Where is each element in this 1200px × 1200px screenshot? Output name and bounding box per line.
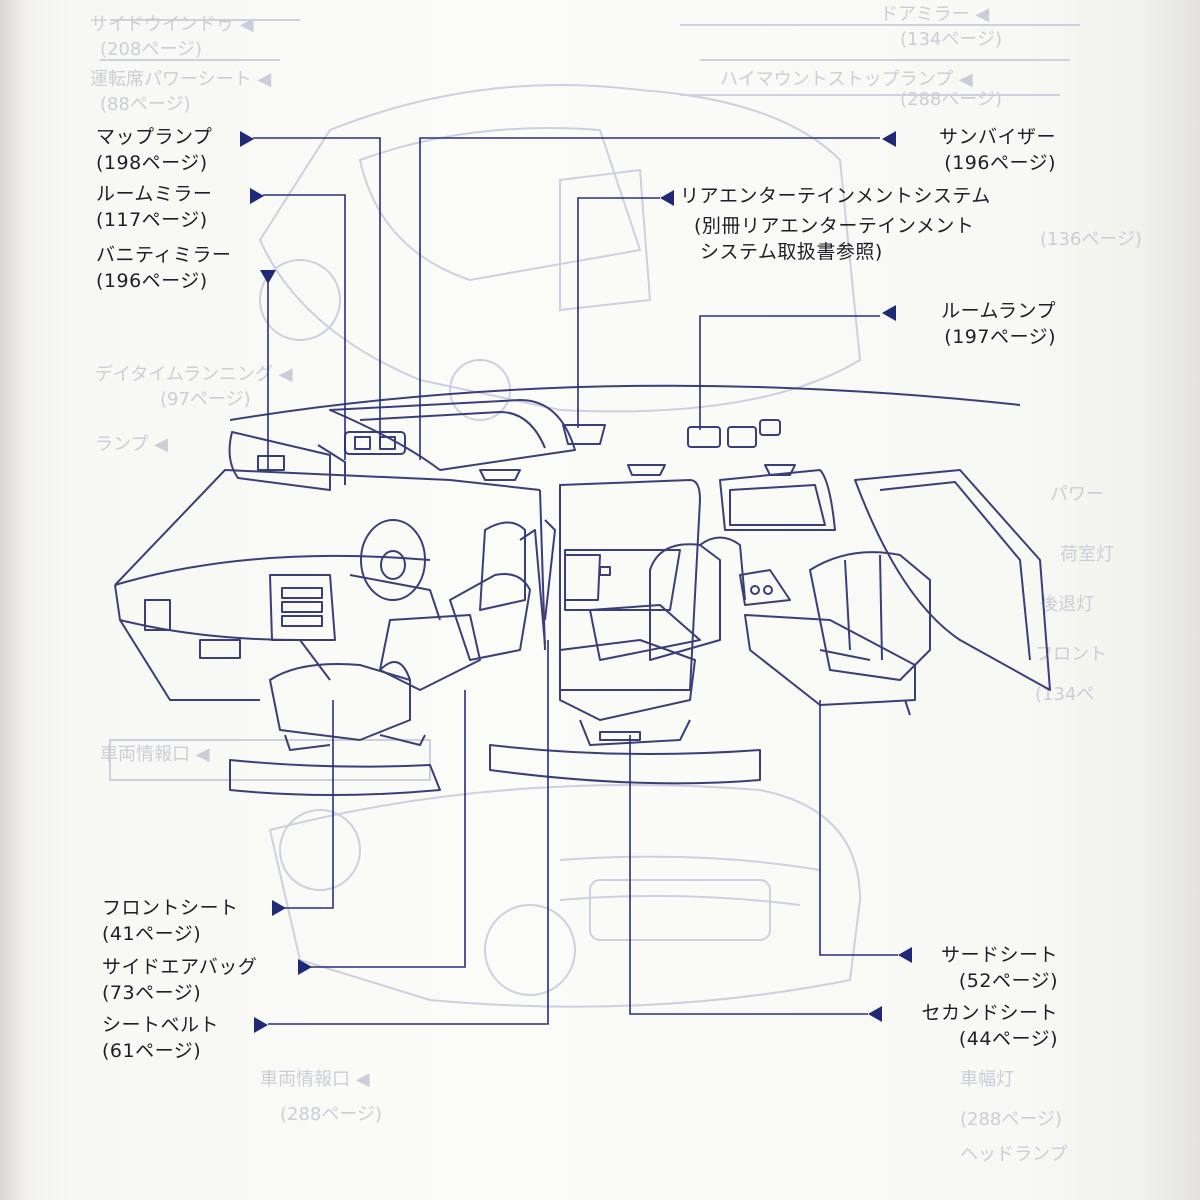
svg-text:(134ページ): (134ページ)	[900, 29, 1002, 50]
rear-entertainment-note-line1: (別冊リアエンターテインメント	[694, 215, 975, 237]
sun-visor-marker-icon	[882, 131, 896, 147]
svg-text:デイタイムランニング ◀: デイタイムランニング ◀	[95, 364, 293, 385]
second-seat-marker-icon	[868, 1006, 882, 1022]
front-seat-page: (41ページ)	[102, 923, 202, 945]
room-mirror-name: ルームミラー	[96, 183, 213, 205]
svg-text:(88ページ): (88ページ)	[100, 94, 191, 115]
svg-text:ドアミラー ◀: ドアミラー ◀	[880, 4, 989, 25]
label-room-lamp: ルームランプ (197ページ)	[941, 298, 1056, 350]
svg-text:運転席パワーシート ◀: 運転席パワーシート ◀	[90, 69, 271, 90]
seat-belt-marker-icon	[254, 1017, 268, 1033]
rear-entertainment-note-line2: システム取扱書参照)	[700, 241, 883, 263]
label-vanity-mirror: バニティミラー (196ページ)	[96, 242, 231, 294]
room-lamp-name: ルームランプ	[941, 300, 1056, 322]
map-lamp-marker-icon	[240, 131, 254, 147]
room-lamp-page: (197ページ)	[944, 326, 1056, 348]
svg-text:フロント: フロント	[1035, 644, 1107, 665]
side-airbag-name: サイドエアバッグ	[102, 956, 258, 978]
label-rear-entertainment-note: (別冊リアエンターテインメント システム取扱書参照)	[694, 213, 974, 265]
svg-text:車両情報口 ◀: 車両情報口 ◀	[260, 1069, 370, 1090]
map-lamp-page: (198ページ)	[96, 152, 208, 174]
sun-visor-page: (196ページ)	[944, 152, 1056, 174]
svg-text:後退灯: 後退灯	[1040, 594, 1094, 615]
page-edge-shadow	[1140, 0, 1200, 1200]
seat-belt-page: (61ページ)	[102, 1040, 202, 1062]
room-lamp-marker-icon	[882, 305, 896, 321]
svg-text:ハイマウントストップランプ ◀: ハイマウントストップランプ ◀	[720, 69, 973, 90]
label-side-airbag: サイドエアバッグ (73ページ)	[102, 954, 257, 1006]
sun-visor-name: サンバイザー	[938, 126, 1056, 148]
spine-shadow	[0, 0, 26, 1200]
vanity-mirror-marker-icon	[260, 270, 276, 284]
svg-text:ヘッドランプ: ヘッドランプ	[960, 1144, 1067, 1165]
vehicle-interior-drawing	[114, 384, 1051, 796]
second-seat-name: セカンドシート	[921, 1002, 1058, 1024]
svg-text:荷室灯: 荷室灯	[1060, 544, 1114, 565]
room-mirror-page: (117ページ)	[96, 209, 208, 231]
front-seat-marker-icon	[272, 900, 286, 916]
rear-entertainment-marker-icon	[660, 190, 674, 206]
svg-text:車幅灯: 車幅灯	[960, 1069, 1014, 1090]
svg-text:(208ページ): (208ページ)	[100, 39, 202, 60]
leader-lines	[253, 137, 898, 1025]
svg-text:(136ページ): (136ページ)	[1040, 229, 1142, 250]
second-seat-page: (44ページ)	[958, 1028, 1058, 1050]
seat-belt-name: シートベルト	[102, 1014, 220, 1036]
show-through-drawing	[100, 19, 1080, 1008]
svg-text:(288ページ): (288ページ)	[280, 1104, 382, 1125]
vanity-mirror-page: (196ページ)	[96, 270, 208, 292]
svg-text:(288ページ): (288ページ)	[960, 1109, 1062, 1130]
label-sun-visor: サンバイザー (196ページ)	[939, 124, 1056, 176]
label-second-seat: セカンドシート (44ページ)	[921, 1000, 1058, 1052]
label-seat-belt: シートベルト (61ページ)	[102, 1012, 219, 1064]
vanity-mirror-name: バニティミラー	[96, 244, 232, 266]
label-rear-entertainment: リアエンターテインメントシステム	[680, 183, 991, 209]
svg-text:パワー: パワー	[1050, 484, 1104, 505]
label-map-lamp: マップランプ (198ページ)	[96, 124, 212, 176]
label-room-mirror: ルームミラー (117ページ)	[96, 181, 212, 233]
svg-text:サイドウインドゥ ◀: サイドウインドゥ ◀	[90, 14, 254, 35]
front-seat-name: フロントシート	[102, 897, 239, 919]
svg-text:(97ページ): (97ページ)	[160, 389, 251, 410]
svg-text:車両情報口 ◀: 車両情報口 ◀	[100, 744, 210, 765]
room-mirror-marker-icon	[250, 188, 264, 204]
label-front-seat: フロントシート (41ページ)	[102, 895, 239, 947]
svg-text:ランプ ◀: ランプ ◀	[95, 434, 168, 455]
third-seat-marker-icon	[898, 947, 912, 963]
side-airbag-page: (73ページ)	[102, 982, 202, 1004]
svg-text:(288ページ): (288ページ)	[900, 89, 1002, 110]
side-airbag-marker-icon	[298, 959, 312, 975]
third-seat-name: サードシート	[940, 944, 1058, 966]
map-lamp-name: マップランプ	[96, 126, 213, 148]
rear-entertainment-name: リアエンターテインメントシステム	[680, 185, 991, 207]
show-through-text: サイドウインドゥ ◀ (208ページ) 運転席パワーシート ◀ (88ページ) …	[90, 4, 1142, 1165]
third-seat-page: (52ページ)	[958, 970, 1058, 992]
label-third-seat: サードシート (52ページ)	[941, 942, 1058, 994]
